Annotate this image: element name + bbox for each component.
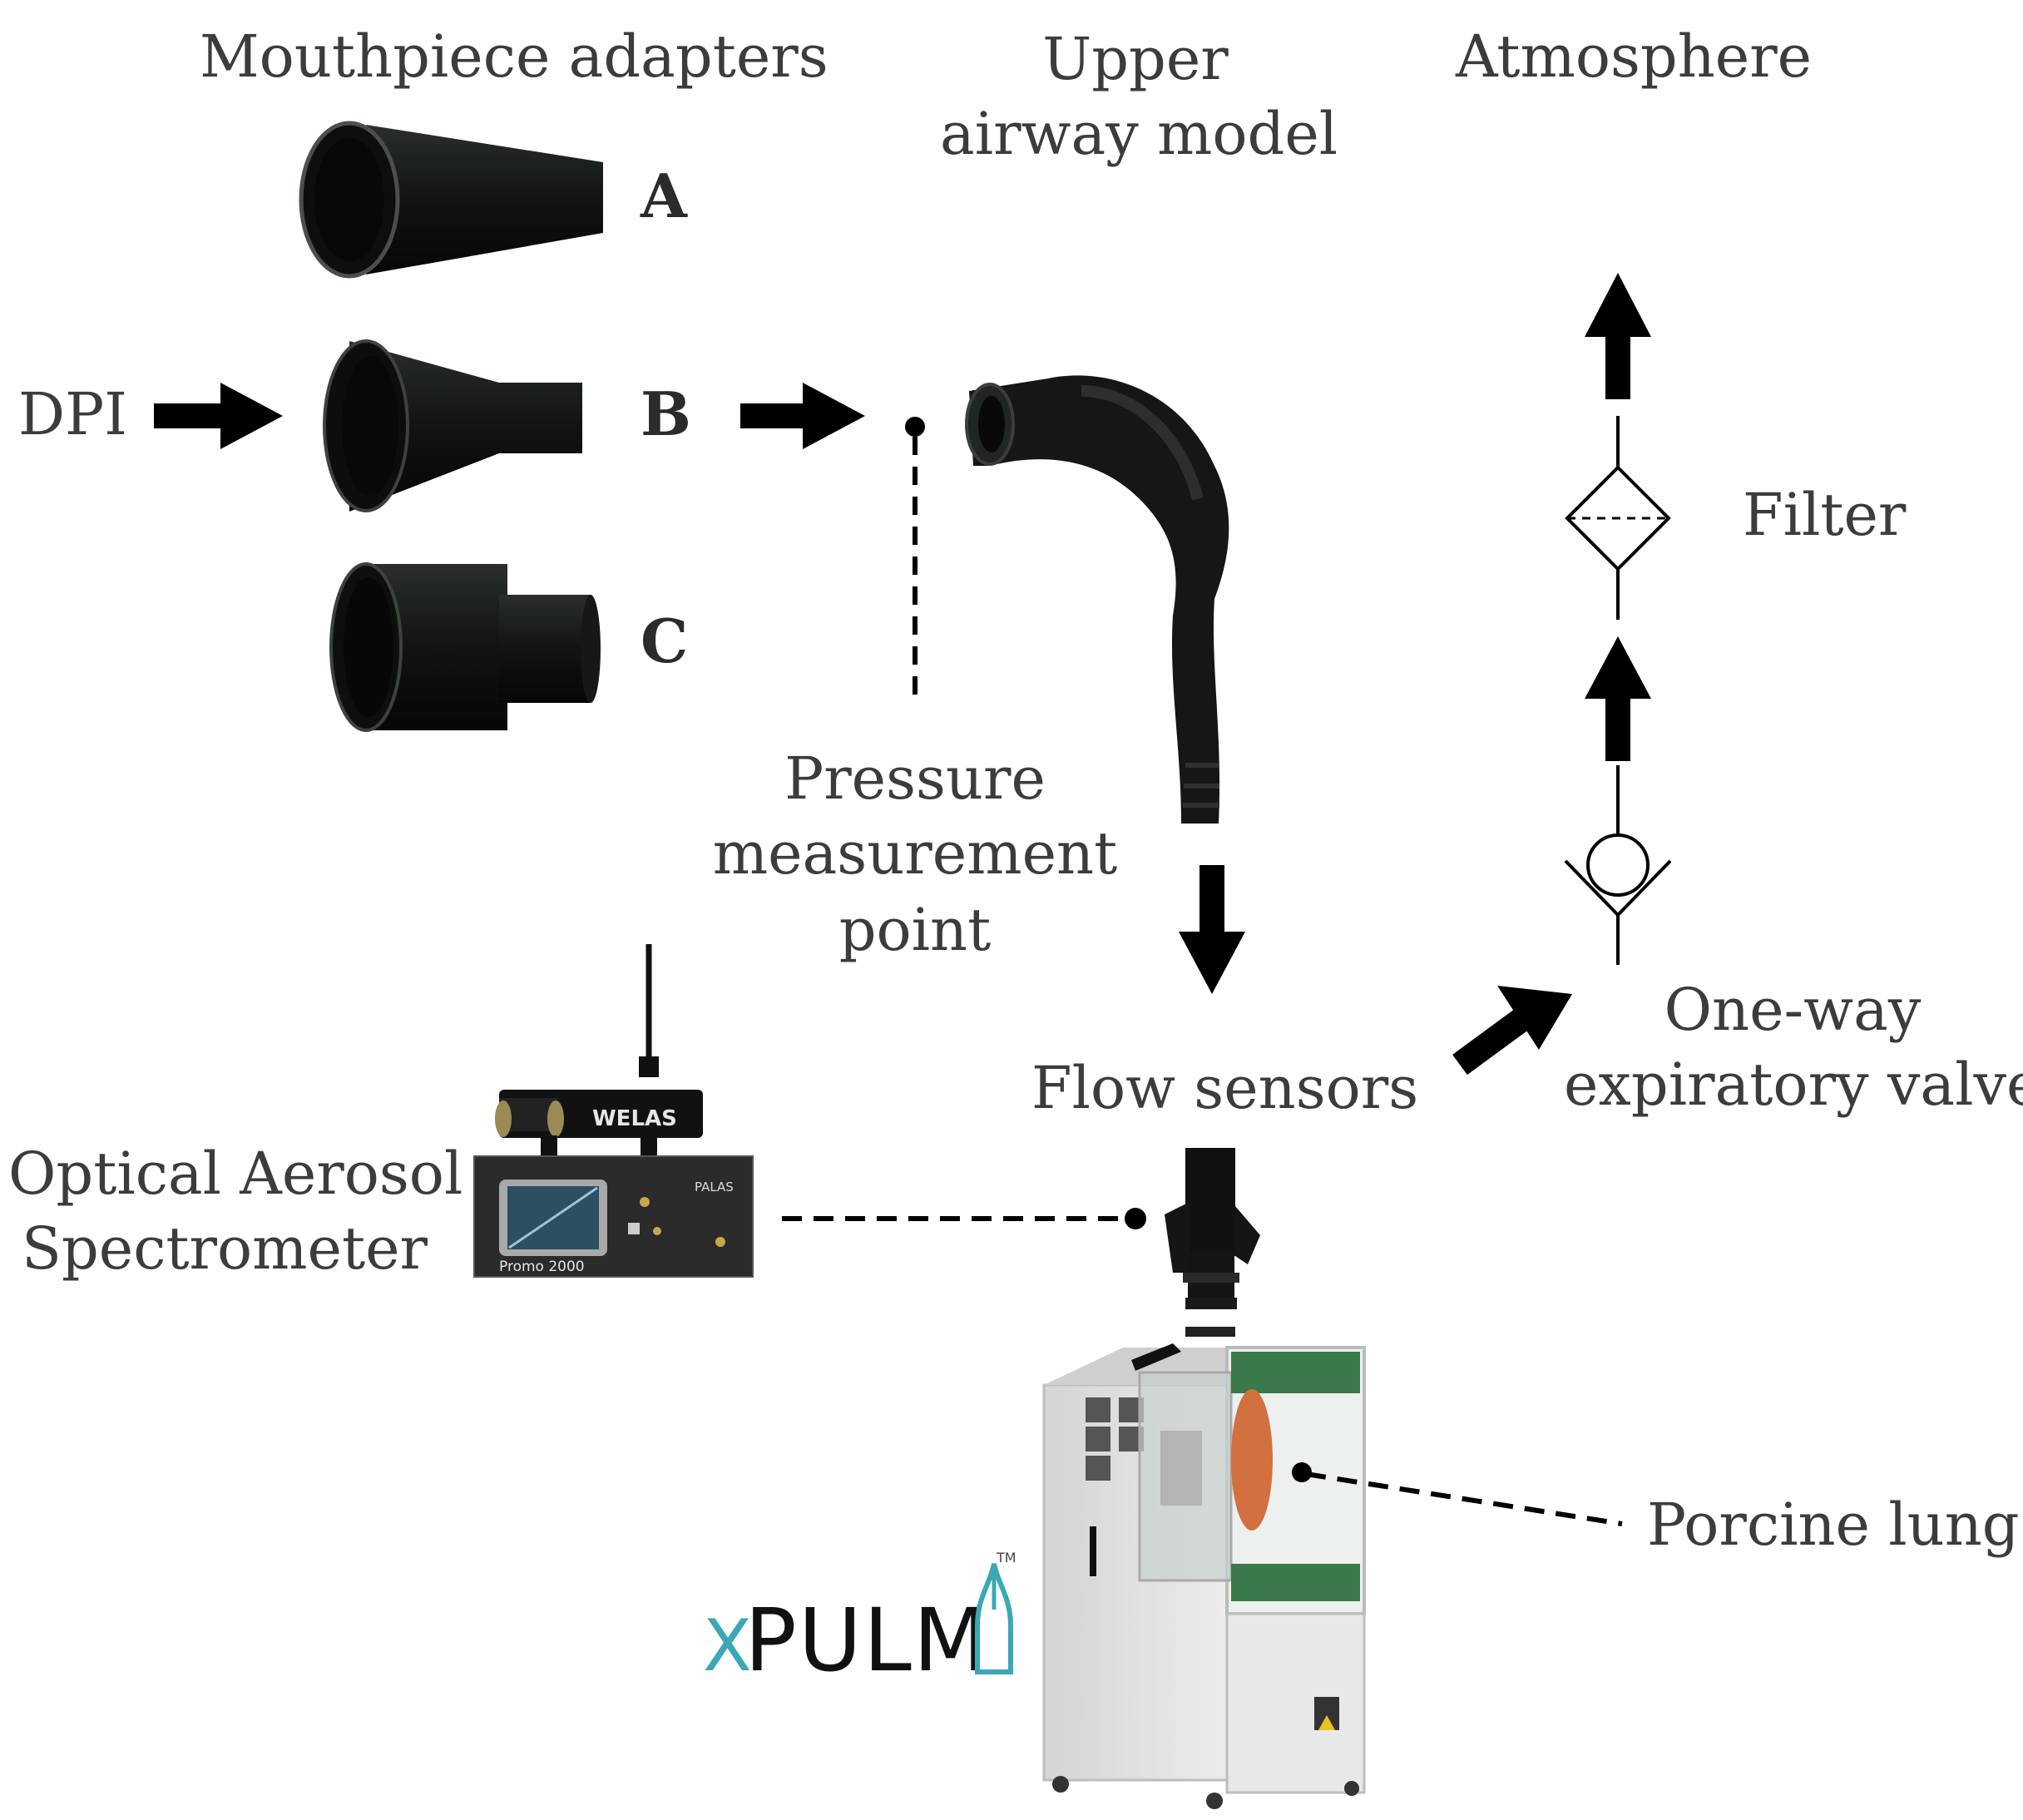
flow-to-valve-arrow bbox=[1452, 986, 1572, 1076]
adapter-c-label: C bbox=[641, 606, 689, 676]
dpi-arrow bbox=[154, 383, 283, 449]
one-way-valve-label-line1: One-way bbox=[1664, 976, 1922, 1044]
flow-sensor-image bbox=[1165, 1148, 1260, 1309]
porcine-lung-connection-line bbox=[1292, 1462, 1623, 1526]
porcine-lung-label: Porcine lung bbox=[1647, 1491, 2020, 1559]
pressure-label-line3: point bbox=[838, 896, 992, 964]
filter-symbol bbox=[1565, 416, 1671, 620]
adapter-c-image bbox=[329, 562, 601, 732]
xpulm-logo-text: PULM bbox=[744, 1590, 990, 1691]
pressure-point-marker bbox=[905, 417, 925, 703]
adapter-a-image bbox=[299, 121, 603, 279]
atmosphere-label: Atmosphere bbox=[1456, 22, 1813, 91]
adapter-b-label: B bbox=[641, 378, 691, 449]
dpi-label: DPI bbox=[18, 380, 127, 448]
airway-to-flow-arrow bbox=[1179, 865, 1245, 994]
pressure-label-line2: measurement bbox=[712, 819, 1118, 888]
flow-sensors-label: Flow sensors bbox=[1031, 1054, 1419, 1122]
one-way-valve-symbol bbox=[1564, 765, 1672, 965]
upper-airway-model-image bbox=[965, 375, 1229, 823]
upper-airway-label-line2: airway model bbox=[940, 100, 1338, 168]
one-way-valve-label-line2: expiratory valve bbox=[1564, 1051, 2023, 1119]
mouthpiece-adapters-label: Mouthpiece adapters bbox=[200, 22, 828, 91]
aerosol-spectrometer-image: WELAS PALAS Promo 2000 bbox=[473, 944, 754, 1278]
pressure-label-line1: Pressure bbox=[784, 744, 1046, 813]
palas-label: PALAS bbox=[695, 1180, 734, 1194]
xpulm-logo: X PULM TM bbox=[703, 1550, 1016, 1691]
aerosol-spectrometer-label-line2: Spectrometer bbox=[22, 1214, 428, 1283]
aerosol-spectrometer-label-line1: Optical Aerosol bbox=[8, 1140, 463, 1208]
xpulm-cabinet-image bbox=[1042, 1327, 1366, 1809]
welas-label: WELAS bbox=[592, 1106, 677, 1131]
adapter-a-label: A bbox=[641, 161, 687, 231]
promo-label: Promo 2000 bbox=[499, 1259, 585, 1275]
b-to-airway-arrow bbox=[740, 383, 865, 449]
xpulm-logo-x: X bbox=[703, 1605, 752, 1688]
adapter-b-image bbox=[323, 339, 582, 512]
xpulm-tm: TM bbox=[996, 1550, 1016, 1565]
filter-label: Filter bbox=[1743, 481, 1907, 549]
filter-to-atmosphere-arrow bbox=[1585, 273, 1651, 399]
spectrometer-connection-line bbox=[782, 1208, 1146, 1229]
upper-airway-label-line1: Upper bbox=[1042, 25, 1229, 93]
valve-to-filter-arrow bbox=[1585, 636, 1651, 761]
